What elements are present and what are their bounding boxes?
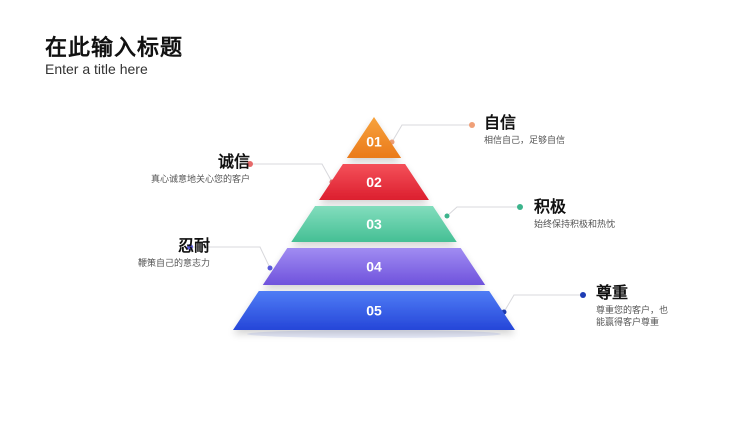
tier-number-03: 03 <box>366 216 382 232</box>
tier-title: 忍耐 <box>177 236 210 255</box>
connector-line-02 <box>250 163 333 183</box>
tier-description: 尊重您的客户，也 <box>596 306 669 316</box>
tier-label-04: 忍耐鞭策自己的意志力 <box>100 236 210 270</box>
tier-number-04: 04 <box>366 259 382 275</box>
pyramid-tier-05 <box>233 291 515 330</box>
anchor-dot-04 <box>267 265 273 271</box>
tier-description: 鞭策自己的意志力 <box>137 259 210 269</box>
pyramid-tier-03 <box>291 206 457 242</box>
connector-line-03 <box>446 206 520 217</box>
tier-number-05: 05 <box>366 303 382 319</box>
pyramid-tier-02 <box>319 164 429 200</box>
connector-line-01 <box>391 124 472 143</box>
end-dot-01 <box>469 122 475 128</box>
end-dot-04 <box>187 244 193 250</box>
end-dot-02 <box>247 161 253 167</box>
tier-title: 诚信 <box>217 152 250 171</box>
anchor-dot-03 <box>444 213 450 219</box>
page-title: 在此输入标题 <box>45 36 184 61</box>
connector-line-05 <box>503 294 583 313</box>
tier-number-02: 02 <box>366 174 382 190</box>
tier-title: 尊重 <box>596 283 629 302</box>
tier-title: 自信 <box>484 113 517 132</box>
tier-title: 积极 <box>534 197 567 216</box>
pyramid-shadow <box>247 330 501 338</box>
pyramid-tier-04 <box>262 248 486 285</box>
end-dot-05 <box>580 292 586 298</box>
tier-description: 相信自己，足够自信 <box>484 136 566 146</box>
tier-number-01: 01 <box>366 134 382 150</box>
page-subtitle: Enter a title here <box>45 61 148 77</box>
tier-description: 始终保持积极和热忱 <box>534 220 616 230</box>
tier-description: 能赢得客户尊重 <box>596 318 660 328</box>
tier-label-02: 诚信真心诚意地关心您的客户 <box>140 152 250 186</box>
tier-label-05: 尊重尊重您的客户，也能赢得客户尊重 <box>596 283 668 329</box>
pyramid-tier-01 <box>346 117 402 158</box>
tier-label-03: 积极始终保持积极和热忱 <box>534 197 615 231</box>
tier-label-01: 自信相信自己，足够自信 <box>484 113 565 147</box>
connector-line-04 <box>190 246 271 269</box>
end-dot-03 <box>517 204 523 210</box>
tier-description: 真心诚意地关心您的客户 <box>150 175 250 185</box>
